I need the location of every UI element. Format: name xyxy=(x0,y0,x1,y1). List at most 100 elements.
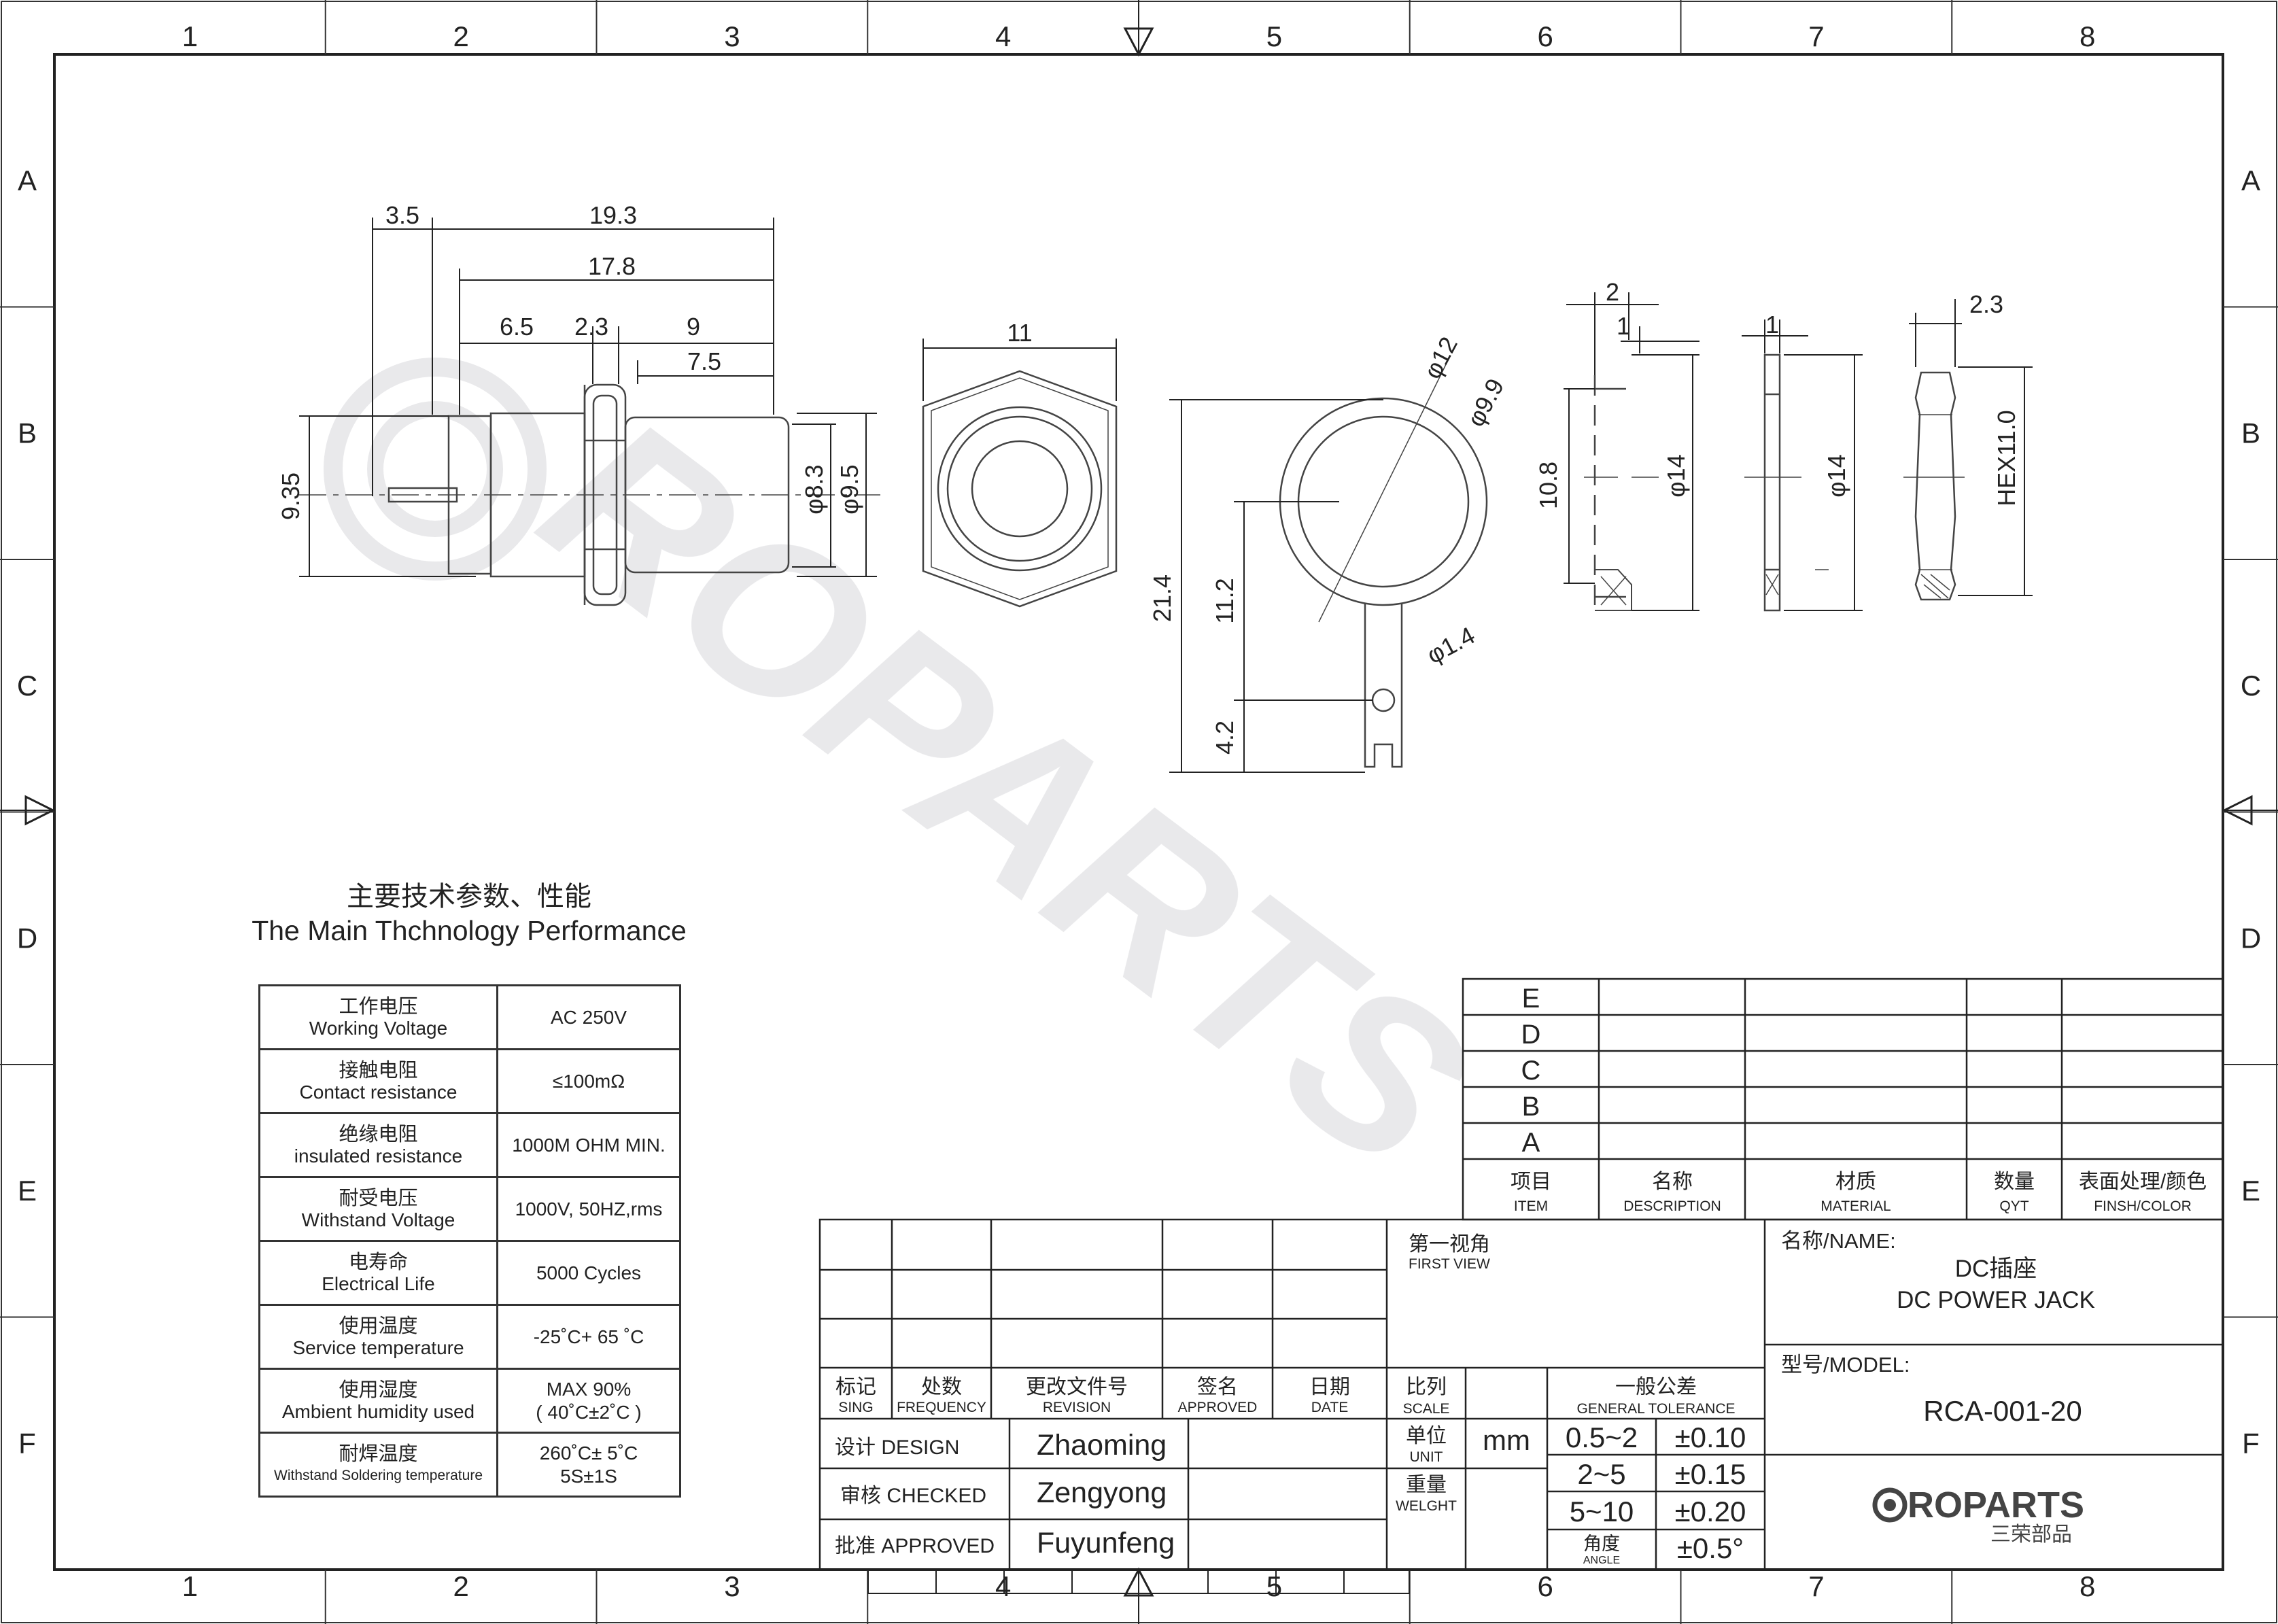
first-view-en: FIRST VIEW xyxy=(1409,1256,1490,1272)
zone-label-bottom-7: 7 xyxy=(1808,1570,1824,1602)
zone-label-top-4: 4 xyxy=(995,20,1011,52)
flat-washer-dim-text: 1 φ14 xyxy=(1765,311,1850,498)
dim-21-4: 21.4 xyxy=(1148,574,1176,622)
revision-headers: 标记 SING 处数 FREQUENCY 更改文件号 REVISION 签名 A… xyxy=(835,1376,1350,1415)
rev-header-date-en: DATE xyxy=(1311,1400,1348,1415)
zone-label-bottom-3: 3 xyxy=(724,1570,740,1602)
tolerance-range-1: 0.5~2 xyxy=(1566,1421,1638,1453)
spec-label-cn: 工作电压 xyxy=(339,995,418,1018)
spec-label-en: insulated resistance xyxy=(294,1145,463,1167)
spec-label-en: Electrical Life xyxy=(322,1273,435,1294)
dim-dia-8-3: φ8.3 xyxy=(800,464,828,514)
angle-en: ANGLE xyxy=(1583,1555,1620,1566)
lug-dims xyxy=(1169,399,1383,773)
spec-label-en: Withstand Voltage xyxy=(301,1209,455,1230)
washer-view xyxy=(1584,375,1659,611)
spec-label-en: Ambient humidity used xyxy=(281,1400,475,1422)
dim-9: 9 xyxy=(687,313,700,341)
spec-value: -25˚C+ 65 ˚C xyxy=(533,1326,644,1347)
zone-label-left-E: E xyxy=(18,1175,37,1207)
spec-value: AC 250V xyxy=(550,1006,627,1028)
view-scale-area: 第一视角 FIRST VIEW 比列 SCALE 单位 UNIT mm 重量 W… xyxy=(1396,1233,1735,1514)
zone-label-bottom-8: 8 xyxy=(2079,1570,2095,1602)
spec-value: 1000V, 50HZ,rms xyxy=(515,1198,663,1220)
nut-dim-text: 2.3 HEX11.0 xyxy=(1969,290,2020,506)
bom-row-letters: E D C B A xyxy=(1521,984,1541,1158)
dim-dia-9-9: φ9.9 xyxy=(1462,374,1510,431)
spec-label-cn: 接触电阻 xyxy=(339,1059,418,1082)
tolerance-value-2: ±0.15 xyxy=(1675,1458,1746,1490)
signoff-rows: 设计 DESIGN Zhaoming 审核 CHECKED Zengyong 批… xyxy=(835,1429,1175,1559)
front-view-dims xyxy=(922,339,1117,401)
zone-label-left-F: F xyxy=(18,1427,36,1459)
spec-value: MAX 90% xyxy=(546,1378,632,1400)
dim-2: 2 xyxy=(1606,278,1619,306)
logo-subtext: 三荣部品 xyxy=(1990,1523,2072,1546)
bom-header-material-cn: 材质 xyxy=(1835,1171,1876,1193)
washer-dims xyxy=(1564,292,1699,611)
side-view xyxy=(299,383,880,606)
rev-header-revision-en: REVISION xyxy=(1043,1400,1111,1415)
product-name-en: DC POWER JACK xyxy=(1897,1287,2095,1313)
bom-header-finish-en: FINSH/COLOR xyxy=(2094,1198,2192,1214)
spec-value-secondary: ( 40˚C±2˚C ) xyxy=(536,1401,642,1423)
signoff-approved-name: Fuyunfeng xyxy=(1037,1527,1175,1559)
spec-label-cn: 电寿命 xyxy=(348,1251,408,1273)
dim-9-35: 9.35 xyxy=(277,472,305,520)
angle-cn: 角度 xyxy=(1583,1534,1620,1554)
washer-dim-text: 2 1 10.8 φ14 xyxy=(1534,278,1690,509)
signoff-checked-name: Zengyong xyxy=(1037,1476,1167,1509)
bom-header-qty-cn: 数量 xyxy=(1994,1171,2035,1193)
zone-label-right-E: E xyxy=(2241,1175,2260,1207)
performance-title-cn: 主要技术参数、性能 xyxy=(347,882,591,912)
zone-label-top-8: 8 xyxy=(2079,20,2095,52)
zone-label-top-3: 3 xyxy=(724,20,740,52)
zone-label-right-C: C xyxy=(2241,670,2261,702)
tolerance-range-2: 2~5 xyxy=(1577,1458,1625,1490)
tolerance-values: 0.5~2 ±0.10 2~5 ±0.15 5~10 ±0.20 角度 ANGL… xyxy=(1566,1421,1746,1566)
bom-row-c: C xyxy=(1521,1056,1541,1086)
bom-header-item-cn: 项目 xyxy=(1511,1171,1551,1193)
spec-label-cn: 耐受电压 xyxy=(339,1187,418,1209)
signoff-approved-label: 批准 APPROVED xyxy=(835,1535,995,1557)
spec-label-en: Working Voltage xyxy=(309,1017,448,1039)
zone-label-left-A: A xyxy=(18,165,37,196)
zone-label-top-6: 6 xyxy=(1537,20,1553,52)
spec-value: 1000M OHM MIN. xyxy=(512,1134,666,1156)
spec-value: 5000 Cycles xyxy=(536,1262,642,1283)
zone-label-bottom-5: 5 xyxy=(1266,1570,1282,1602)
bom-header-desc-en: DESCRIPTION xyxy=(1623,1198,1721,1214)
performance-title-en: The Main Thchnology Performance xyxy=(252,915,687,946)
tolerance-en: GENERAL TOLERANCE xyxy=(1576,1401,1735,1417)
tolerance-value-3: ±0.20 xyxy=(1675,1496,1746,1527)
front-view xyxy=(922,370,1118,608)
zone-label-bottom-4: 4 xyxy=(995,1570,1011,1602)
lug-dim-text: φ12 φ9.9 21.4 11.2 4.2 φ1.4 xyxy=(1148,332,1509,755)
dim-dia-1-4: φ1.4 xyxy=(1422,621,1479,670)
zone-label-top-7: 7 xyxy=(1808,20,1824,52)
bom-row-b: B xyxy=(1522,1092,1540,1122)
dim-1: 1 xyxy=(1617,312,1630,340)
bom-header-qty-en: QYT xyxy=(1999,1198,2029,1214)
model-number: RCA-001-20 xyxy=(1923,1395,2082,1427)
first-view-cn: 第一视角 xyxy=(1409,1233,1490,1256)
spec-value-secondary: 5S±1S xyxy=(560,1465,617,1487)
unit-en: UNIT xyxy=(1410,1449,1443,1465)
nut-dims xyxy=(1909,299,2033,596)
flat-washer-view xyxy=(1744,353,1829,612)
angle-value: ±0.5° xyxy=(1677,1532,1744,1564)
dim-2-3-nut: 2.3 xyxy=(1969,290,2003,318)
spec-label-en: Withstand Soldering temperature xyxy=(274,1467,483,1483)
bom-row-a: A xyxy=(1522,1128,1540,1158)
dim-2-3: 2.3 xyxy=(574,313,608,341)
bom-header-item-en: ITEM xyxy=(1514,1198,1548,1214)
zone-label-top-2: 2 xyxy=(453,20,468,52)
